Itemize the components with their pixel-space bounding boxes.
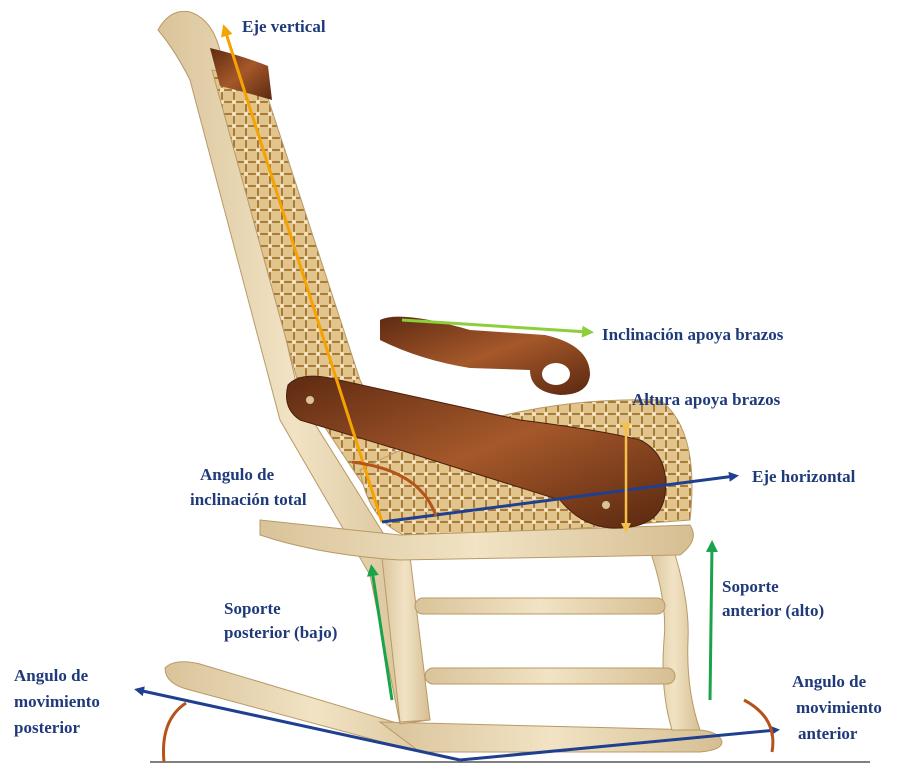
label-angulo-inclinacion-1: Angulo de bbox=[200, 464, 274, 485]
label-inclinacion-apoya-brazos: Inclinación apoya brazos bbox=[602, 324, 783, 345]
front-support-arrow bbox=[710, 546, 712, 700]
far-armrest-hole bbox=[542, 363, 570, 385]
label-mov-anterior-2: movimiento bbox=[796, 697, 882, 718]
stretcher-lower bbox=[425, 668, 675, 684]
label-soporte-posterior-2: posterior (bajo) bbox=[224, 622, 337, 643]
label-mov-anterior-1: Angulo de bbox=[792, 671, 866, 692]
label-mov-posterior-2: movimiento bbox=[14, 691, 100, 712]
front-movement-angle-arc bbox=[744, 700, 773, 752]
label-soporte-posterior-1: Soporte bbox=[224, 598, 281, 619]
armrest-screw-2 bbox=[602, 501, 610, 509]
label-eje-horizontal: Eje horizontal bbox=[752, 466, 855, 487]
label-mov-posterior-3: posterior bbox=[14, 717, 80, 738]
front-leg bbox=[648, 545, 700, 730]
stretcher-upper bbox=[415, 598, 665, 614]
label-soporte-anterior-1: Soporte bbox=[722, 576, 779, 597]
label-soporte-anterior-2: anterior (alto) bbox=[722, 600, 824, 621]
armrest-screw-1 bbox=[306, 396, 314, 404]
label-mov-posterior-1: Angulo de bbox=[14, 665, 88, 686]
label-angulo-inclinacion-2: inclinación total bbox=[190, 489, 307, 510]
label-eje-vertical: Eje vertical bbox=[242, 16, 326, 37]
label-altura-apoya-brazos: Altura apoya brazos bbox=[632, 389, 780, 410]
label-mov-anterior-3: anterior bbox=[798, 723, 857, 744]
rear-movement-angle-arc bbox=[163, 703, 186, 762]
